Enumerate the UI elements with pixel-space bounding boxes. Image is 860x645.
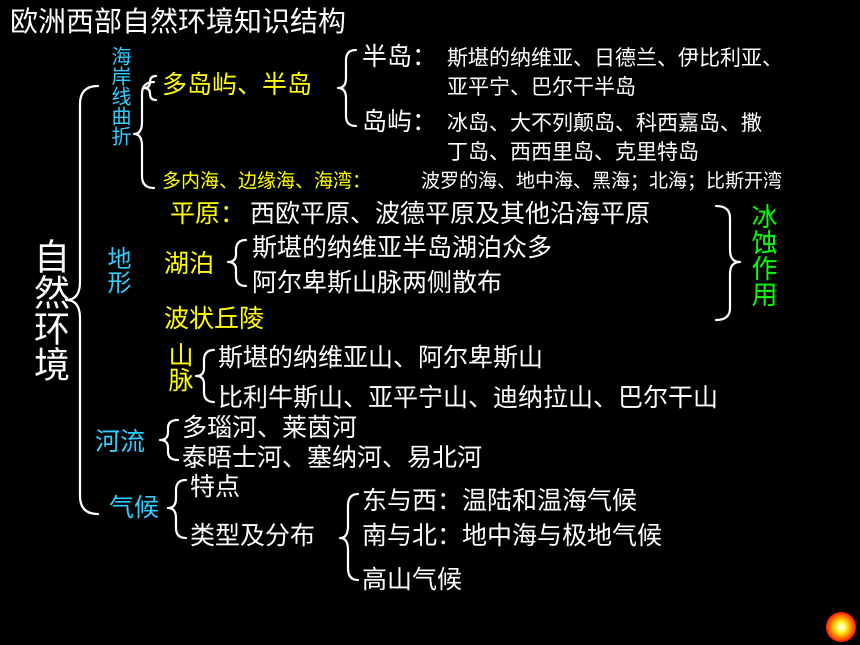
climate-north-south: 南与北：地中海与极地气候 bbox=[362, 521, 663, 550]
climate-brace bbox=[166, 478, 188, 540]
types-brace bbox=[338, 492, 360, 582]
plain-label: 平原： bbox=[170, 199, 246, 228]
root-label: 自然环境 bbox=[28, 238, 69, 382]
coast-label: 海岸线曲折 bbox=[108, 46, 132, 146]
rivers-line-2: 泰晤士河、塞纳河、易北河 bbox=[182, 443, 483, 472]
islands-peninsulas-label: 多岛屿、半岛 bbox=[162, 70, 313, 99]
island-line-1: 冰岛、大不列颠岛、科西嘉岛、撒 bbox=[447, 111, 762, 135]
glacial-label: 冰蚀作用 bbox=[747, 203, 777, 307]
seas-label: 多内海、边缘海、海湾： bbox=[162, 170, 372, 192]
mountains-line-2: 比利牛斯山、亚平宁山、迪纳拉山、巴尔干山 bbox=[218, 383, 719, 412]
coast-brace bbox=[132, 80, 156, 190]
island-label: 岛屿： bbox=[362, 107, 438, 136]
terrain-label: 地形 bbox=[103, 246, 131, 294]
seas-text: 波罗的海、地中海、黑海；北海；比斯开湾 bbox=[421, 170, 783, 192]
glacial-brace bbox=[714, 204, 742, 322]
plain-text: 西欧平原、波德平原及其他沿海平原 bbox=[250, 199, 651, 228]
rivers-label: 河流 bbox=[95, 427, 146, 456]
climate-alpine: 高山气候 bbox=[362, 565, 463, 594]
rivers-brace bbox=[158, 418, 180, 462]
lakes-brace bbox=[226, 238, 248, 288]
lakes-line-2: 阿尔卑斯山脉两侧散布 bbox=[252, 268, 503, 297]
rivers-line-1: 多瑙河、莱茵河 bbox=[182, 413, 358, 442]
mountains-label: 山脉 bbox=[165, 342, 194, 392]
peninsula-label: 半岛： bbox=[362, 42, 438, 71]
islands-brace bbox=[142, 74, 158, 102]
peninsula-line-2: 亚平宁、巴尔干半岛 bbox=[447, 75, 636, 99]
peninsula-line-1: 斯堪的纳维亚、日德兰、伊比利亚、 bbox=[447, 46, 783, 70]
lakes-line-1: 斯堪的纳维亚半岛湖泊众多 bbox=[252, 233, 553, 262]
climate-label: 气候 bbox=[109, 493, 160, 522]
mountains-line-1: 斯堪的纳维亚山、阿尔卑斯山 bbox=[218, 343, 544, 372]
climate-features: 特点 bbox=[190, 472, 241, 501]
logo-icon bbox=[826, 612, 856, 642]
lakes-label: 湖泊 bbox=[164, 249, 215, 278]
page-title: 欧洲西部自然环境知识结构 bbox=[10, 5, 347, 38]
peninsula-island-brace bbox=[336, 48, 358, 128]
island-line-2: 丁岛、西西里岛、克里特岛 bbox=[447, 140, 699, 164]
root-brace bbox=[64, 84, 100, 516]
mountains-brace bbox=[194, 348, 216, 404]
climate-east-west: 东与西：温陆和温海气候 bbox=[362, 486, 638, 515]
hills-label: 波状丘陵 bbox=[164, 304, 265, 333]
climate-types: 类型及分布 bbox=[190, 521, 316, 550]
